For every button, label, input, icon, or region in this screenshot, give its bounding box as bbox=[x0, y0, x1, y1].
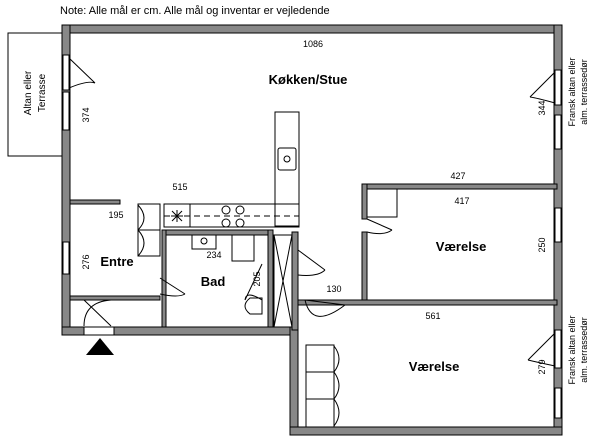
kitchen-counter bbox=[163, 111, 300, 228]
dim-left-window: 374 bbox=[81, 107, 91, 122]
windows bbox=[62, 91, 562, 419]
dim-room2-width: 561 bbox=[425, 311, 440, 321]
balcony-label-line2: Terrasse bbox=[37, 73, 48, 112]
doors bbox=[62, 54, 562, 369]
entrance-arrow-icon bbox=[86, 338, 114, 355]
dim-top-width: 1086 bbox=[303, 39, 323, 49]
dim-room1-outer: 427 bbox=[450, 171, 465, 181]
entry-closets bbox=[137, 203, 161, 257]
dim-room2-height: 279 bbox=[537, 359, 547, 374]
room-label-kitchen: Køkken/Stue bbox=[269, 72, 348, 87]
french-balcony-bottom-line2: alm. terrassedør bbox=[579, 317, 589, 383]
dim-room1-height: 250 bbox=[537, 237, 547, 252]
dim-mid-width: 515 bbox=[172, 182, 187, 192]
balcony-label-line1: Altan eller bbox=[23, 70, 34, 115]
room1-closet bbox=[366, 188, 398, 218]
room-label-entry: Entre bbox=[100, 254, 133, 269]
room-label-room1: Værelse bbox=[436, 239, 487, 254]
dim-bath-height: 205 bbox=[252, 271, 262, 286]
hall-cabinet bbox=[273, 234, 293, 328]
balcony-area bbox=[7, 32, 63, 157]
room2-wardrobe bbox=[305, 344, 340, 428]
french-balcony-top-line1: Fransk altan eller bbox=[567, 57, 577, 126]
dim-room1-inner: 417 bbox=[454, 196, 469, 206]
dim-bath-width: 234 bbox=[206, 250, 221, 260]
plan-note: Note: Alle mål er cm. Alle mål og invent… bbox=[60, 5, 330, 17]
interior-walls bbox=[69, 183, 558, 331]
room-label-room2: Værelse bbox=[409, 359, 460, 374]
bath-fixtures bbox=[191, 234, 263, 315]
dim-hall-width: 130 bbox=[326, 284, 341, 294]
entrance-door bbox=[83, 326, 115, 336]
french-balcony-bottom-line1: Fransk altan eller bbox=[567, 315, 577, 384]
dimension-labels: 1086 374 344 515 427 417 250 195 276 234… bbox=[81, 39, 547, 375]
dim-right-window: 344 bbox=[537, 100, 547, 115]
french-balcony-top-line2: alm. terrassedør bbox=[579, 59, 589, 125]
dim-entry-height: 276 bbox=[81, 254, 91, 269]
room-label-bath: Bad bbox=[201, 274, 226, 289]
dim-entry-width: 195 bbox=[108, 210, 123, 220]
